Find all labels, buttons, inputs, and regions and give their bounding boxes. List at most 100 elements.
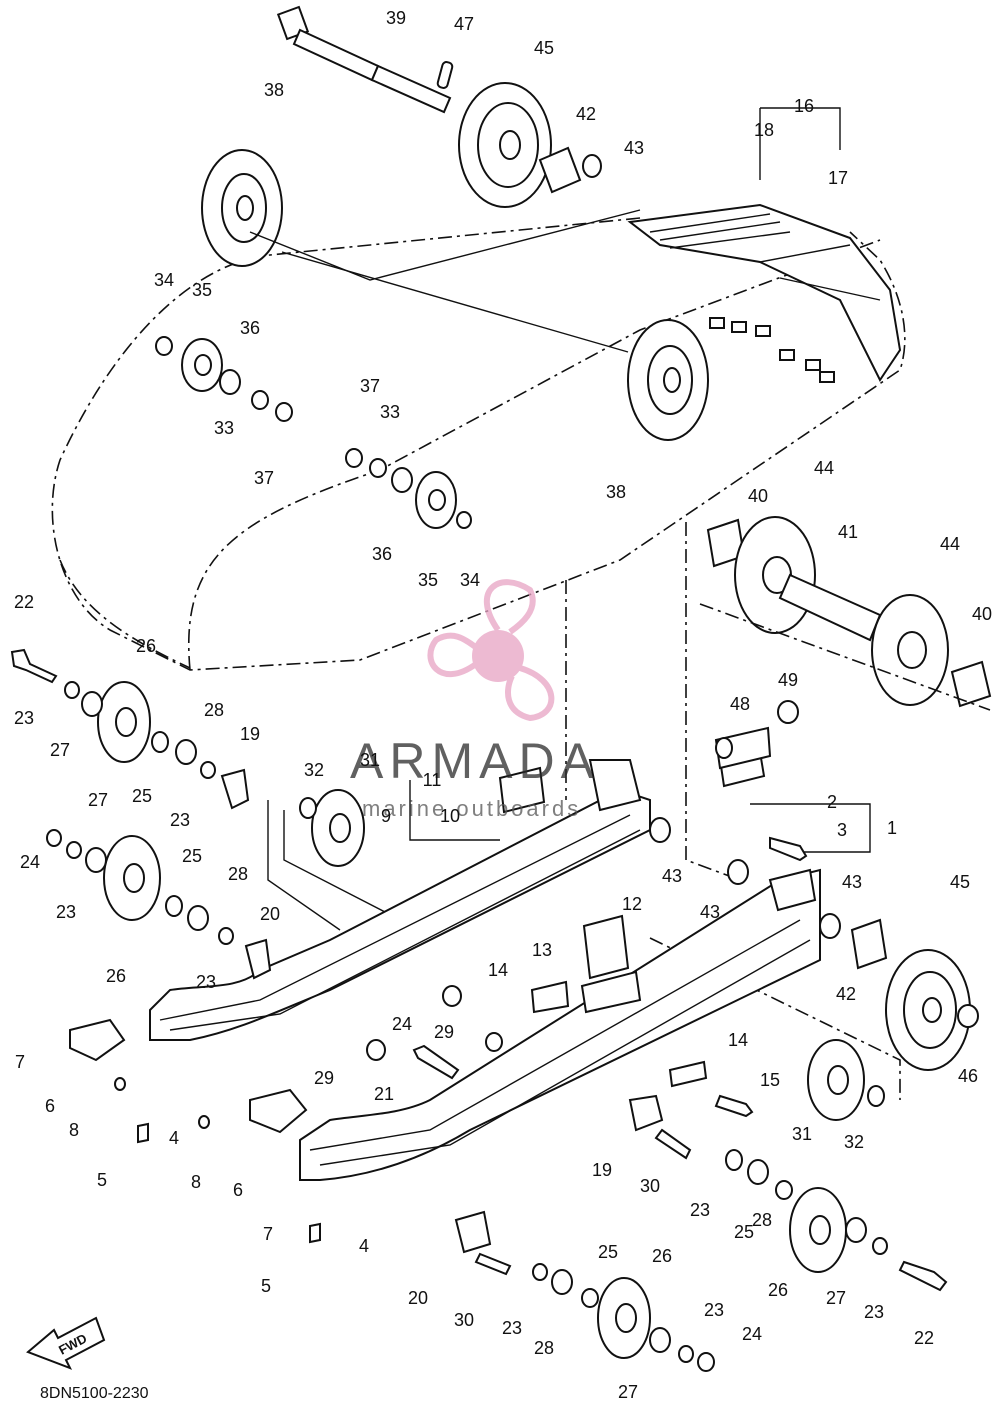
assembly-guide-lines bbox=[249, 107, 991, 1100]
wheel-26-left bbox=[103, 835, 161, 921]
callout-43: 43 bbox=[662, 866, 682, 886]
callout-23: 23 bbox=[14, 708, 34, 728]
callout-24: 24 bbox=[20, 852, 40, 872]
watermark-tagline: marine outboards bbox=[362, 796, 581, 821]
callout-21: 21 bbox=[374, 1084, 394, 1104]
callout-4: 4 bbox=[169, 1128, 179, 1148]
callout-32: 32 bbox=[844, 1132, 864, 1152]
callout-46: 46 bbox=[958, 1066, 978, 1086]
callout-28: 28 bbox=[228, 864, 248, 884]
watermark-brand: ARMADA bbox=[350, 733, 600, 789]
upper-shaft-assembly bbox=[276, 5, 602, 208]
callout-5: 5 bbox=[97, 1170, 107, 1190]
wheel-26-upper-left bbox=[97, 681, 151, 763]
callout-12: 12 bbox=[622, 894, 642, 914]
callout-29: 29 bbox=[314, 1068, 334, 1088]
hardware-pieces bbox=[10, 648, 948, 1372]
callout-5: 5 bbox=[261, 1276, 271, 1296]
callout-37: 37 bbox=[254, 468, 274, 488]
callout-36: 36 bbox=[240, 318, 260, 338]
callout-34: 34 bbox=[154, 270, 174, 290]
forward-direction-arrow: FWD bbox=[26, 1316, 106, 1370]
callout-35: 35 bbox=[418, 570, 438, 590]
callout-23: 23 bbox=[502, 1318, 522, 1338]
bearing-group-middle bbox=[345, 448, 472, 529]
drawing-code: 8DN5100-2230 bbox=[40, 1385, 149, 1402]
callout-43: 43 bbox=[842, 872, 862, 892]
callout-11: 11 bbox=[423, 770, 442, 790]
callout-41: 41 bbox=[838, 522, 858, 542]
wheel-31-middle bbox=[311, 789, 365, 867]
callout-26: 26 bbox=[136, 636, 156, 656]
callout-3: 3 bbox=[837, 820, 847, 840]
callout-38: 38 bbox=[606, 482, 626, 502]
callout-33: 33 bbox=[380, 402, 400, 422]
wheel-31-right bbox=[807, 1039, 865, 1121]
callout-25: 25 bbox=[132, 786, 152, 806]
slide-rail-right bbox=[299, 868, 821, 1181]
callout-28: 28 bbox=[204, 700, 224, 720]
callout-7: 7 bbox=[15, 1052, 25, 1072]
callout-35: 35 bbox=[192, 280, 212, 300]
callout-14: 14 bbox=[488, 960, 508, 980]
callout-30: 30 bbox=[640, 1176, 660, 1196]
callout-27: 27 bbox=[618, 1382, 638, 1402]
bearing-group-left bbox=[155, 336, 293, 422]
callout-23: 23 bbox=[690, 1200, 710, 1220]
callout-16: 16 bbox=[794, 96, 814, 116]
callout-25: 25 bbox=[598, 1242, 618, 1262]
callout-27: 27 bbox=[50, 740, 70, 760]
callout-47: 47 bbox=[454, 14, 474, 34]
callout-24: 24 bbox=[392, 1014, 412, 1034]
watermark: ARMADA marine outboards bbox=[350, 579, 600, 821]
callout-22: 22 bbox=[14, 592, 34, 612]
callout-19: 19 bbox=[592, 1160, 612, 1180]
callout-25: 25 bbox=[734, 1222, 754, 1242]
callout-42: 42 bbox=[576, 104, 596, 124]
callout-8: 8 bbox=[191, 1172, 201, 1192]
callout-31: 31 bbox=[360, 750, 380, 770]
callout-15: 15 bbox=[760, 1070, 780, 1090]
callout-37: 37 bbox=[360, 376, 380, 396]
callout-44: 44 bbox=[814, 458, 834, 478]
callout-18: 18 bbox=[754, 120, 774, 140]
callout-42: 42 bbox=[836, 984, 856, 1004]
callout-4: 4 bbox=[359, 1236, 369, 1256]
callout-36: 36 bbox=[372, 544, 392, 564]
sprocket-45-right bbox=[850, 918, 979, 1071]
callout-14: 14 bbox=[728, 1030, 748, 1050]
callout-20: 20 bbox=[260, 904, 280, 924]
callout-43: 43 bbox=[700, 902, 720, 922]
callout-13: 13 bbox=[532, 940, 552, 960]
callout-48: 48 bbox=[730, 694, 750, 714]
callout-23: 23 bbox=[864, 1302, 884, 1322]
callout-34: 34 bbox=[460, 570, 480, 590]
callout-26: 26 bbox=[106, 966, 126, 986]
callout-38: 38 bbox=[264, 80, 284, 100]
callout-8: 8 bbox=[69, 1120, 79, 1140]
callout-25: 25 bbox=[182, 846, 202, 866]
callout-10: 10 bbox=[440, 806, 460, 826]
callout-29: 29 bbox=[434, 1022, 454, 1042]
track-belt bbox=[51, 217, 906, 671]
callout-27: 27 bbox=[88, 790, 108, 810]
callout-45: 45 bbox=[534, 38, 554, 58]
slide-rail-left bbox=[149, 759, 651, 1041]
callout-6: 6 bbox=[45, 1096, 55, 1116]
callout-28: 28 bbox=[752, 1210, 772, 1230]
callout-23: 23 bbox=[196, 972, 216, 992]
callout-1: 1 bbox=[887, 818, 897, 838]
callout-43: 43 bbox=[624, 138, 644, 158]
callout-27: 27 bbox=[826, 1288, 846, 1308]
idler-wheel-38-middle bbox=[627, 319, 709, 441]
callout-23: 23 bbox=[170, 810, 190, 830]
callout-6: 6 bbox=[233, 1180, 243, 1200]
callout-19: 19 bbox=[240, 724, 260, 744]
rear-axle-assembly bbox=[706, 516, 992, 708]
callout-17: 17 bbox=[828, 168, 848, 188]
wheel-26-lower-right bbox=[789, 1187, 847, 1273]
callout-9: 9 bbox=[381, 806, 391, 826]
callout-40: 40 bbox=[748, 486, 768, 506]
